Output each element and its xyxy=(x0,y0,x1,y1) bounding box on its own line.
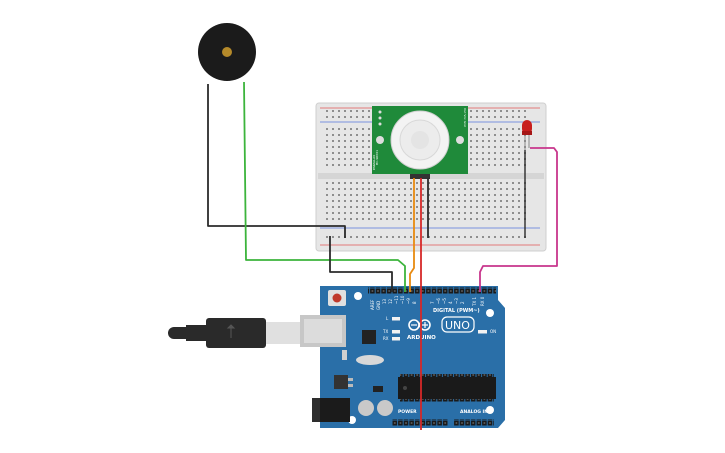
wire-led-magenta xyxy=(479,147,558,292)
pin-3-label: ~3 xyxy=(454,298,459,304)
pin-0-label: RX 0 xyxy=(480,296,485,306)
wires xyxy=(207,81,558,430)
analog-header xyxy=(454,419,494,426)
pin-12-label: 12 xyxy=(388,298,393,304)
led-l-label: L xyxy=(386,316,389,321)
pin-4-label: 4 xyxy=(448,301,453,304)
digital-header-label: DIGITAL (PWM~) xyxy=(433,308,480,314)
pin-11-label: ~11 xyxy=(394,295,399,304)
pin-gnd-label: GND xyxy=(376,301,381,310)
uno-label: UNO xyxy=(445,319,470,332)
on-label: ON xyxy=(490,329,496,334)
pin-7-label: 7 xyxy=(430,301,435,304)
analog-header-label: ANALOG IN xyxy=(460,409,488,415)
pin-1-label: TX 1 xyxy=(472,297,477,307)
led-rx-label: RX xyxy=(383,336,389,341)
pir-label-parallax: PARALLAX xyxy=(372,155,376,170)
pir-sensor: HC-SR501 PARALLAX Out Vcc Gnd xyxy=(372,106,468,179)
wire-buzzer-black xyxy=(207,84,346,238)
usb-cable xyxy=(168,318,300,348)
piezo-buzzer xyxy=(198,23,256,81)
pin-6-label: ~6 xyxy=(436,298,441,304)
wire-buzzer-green xyxy=(243,81,406,292)
led xyxy=(522,120,532,150)
led-tx-label: TX xyxy=(382,329,388,334)
pin-10-label: ~10 xyxy=(400,295,405,304)
pir-label-right: Out Vcc Gnd xyxy=(463,108,467,127)
pin-2-label: 2 xyxy=(460,301,465,304)
pin-9-label: ~9 xyxy=(406,298,411,304)
wire-pir-orange xyxy=(409,178,415,292)
arduino-logo-icon xyxy=(408,319,431,331)
pin-8-label: 8 xyxy=(412,301,417,304)
arduino-uno: AREF GND 13 12 ~11 ~10 ~9 8 7 ~6 ~5 4 ~3… xyxy=(300,286,505,428)
pin-5-label: ~5 xyxy=(442,298,447,304)
pin-13-label: 13 xyxy=(382,298,387,304)
digital-header xyxy=(368,287,496,294)
wire-ground-black xyxy=(329,236,393,292)
pin-aref-label: AREF xyxy=(370,299,375,310)
power-header-label: POWER xyxy=(398,409,417,415)
pir-label-left: HC-SR501 xyxy=(375,150,379,165)
power-header xyxy=(392,419,448,426)
